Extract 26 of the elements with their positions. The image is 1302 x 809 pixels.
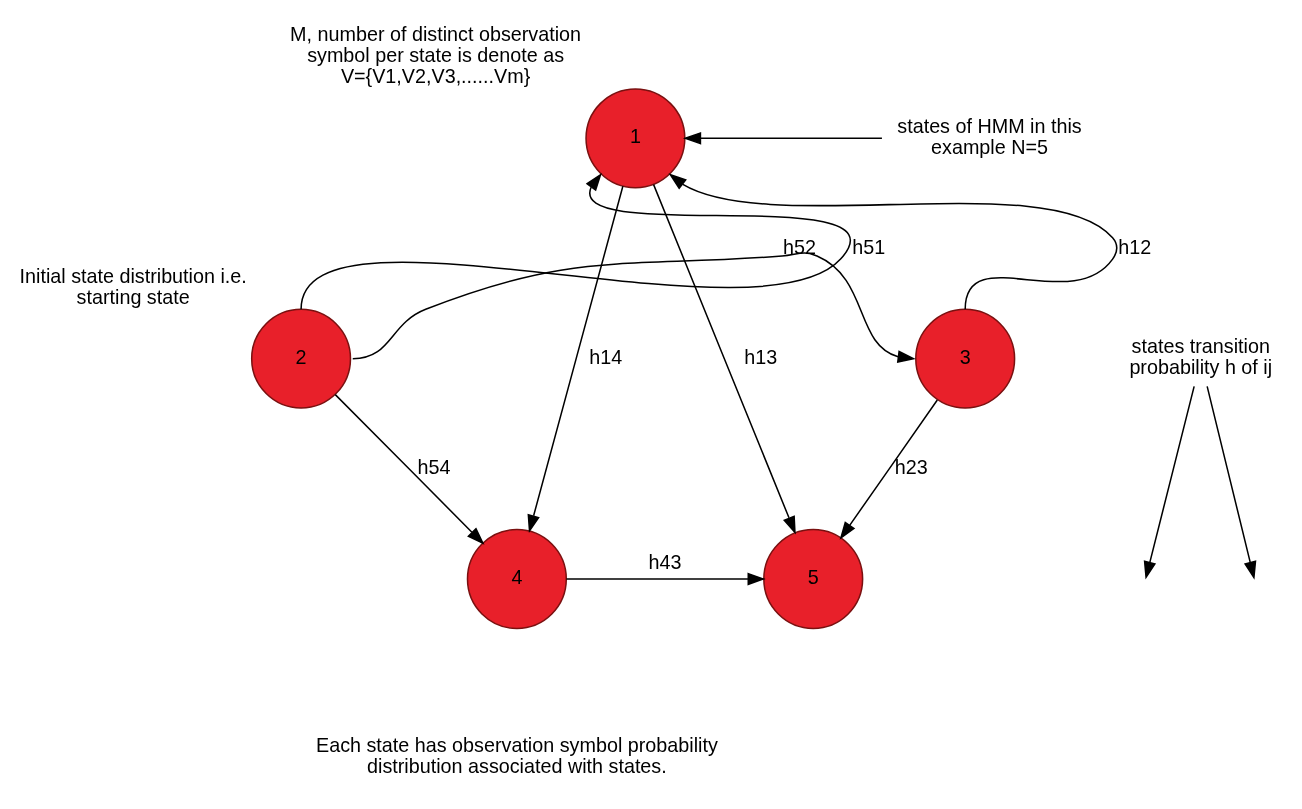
edge-label: h12 — [1118, 235, 1152, 258]
arrow — [352, 251, 916, 363]
arrow — [652, 183, 796, 535]
node-circle: 2 — [250, 308, 352, 409]
edge-label: h43 — [648, 550, 682, 573]
arrow — [668, 172, 1118, 310]
node-label: M, number of distinct observation symbol per state is denote as V={V1,V2,V3,......Vm} — [290, 22, 582, 87]
edge-label: h54 — [417, 455, 451, 478]
arrow — [1206, 385, 1257, 580]
node-label: Initial state distribution i.e. starting state — [19, 264, 247, 308]
arrow — [1143, 385, 1195, 580]
arrow — [839, 398, 939, 540]
arrow — [565, 572, 766, 585]
arrow — [682, 131, 883, 145]
edge-label: h14 — [589, 345, 623, 368]
node-circle: 5 — [763, 528, 864, 629]
edge-label: h13 — [744, 345, 778, 368]
node-text: states of HMM in this example N=5 — [897, 114, 1082, 158]
label: Each state has observation symbol probability distribution associated with states. — [315, 733, 718, 777]
node-circle: 3 — [915, 308, 1016, 409]
node-text: states transition probability h of ij — [1129, 334, 1273, 378]
edge-label: h23 — [894, 455, 928, 478]
arrow — [527, 185, 624, 533]
arrow — [300, 172, 851, 310]
arrow — [334, 393, 485, 545]
edge-label: h51 — [852, 235, 886, 258]
